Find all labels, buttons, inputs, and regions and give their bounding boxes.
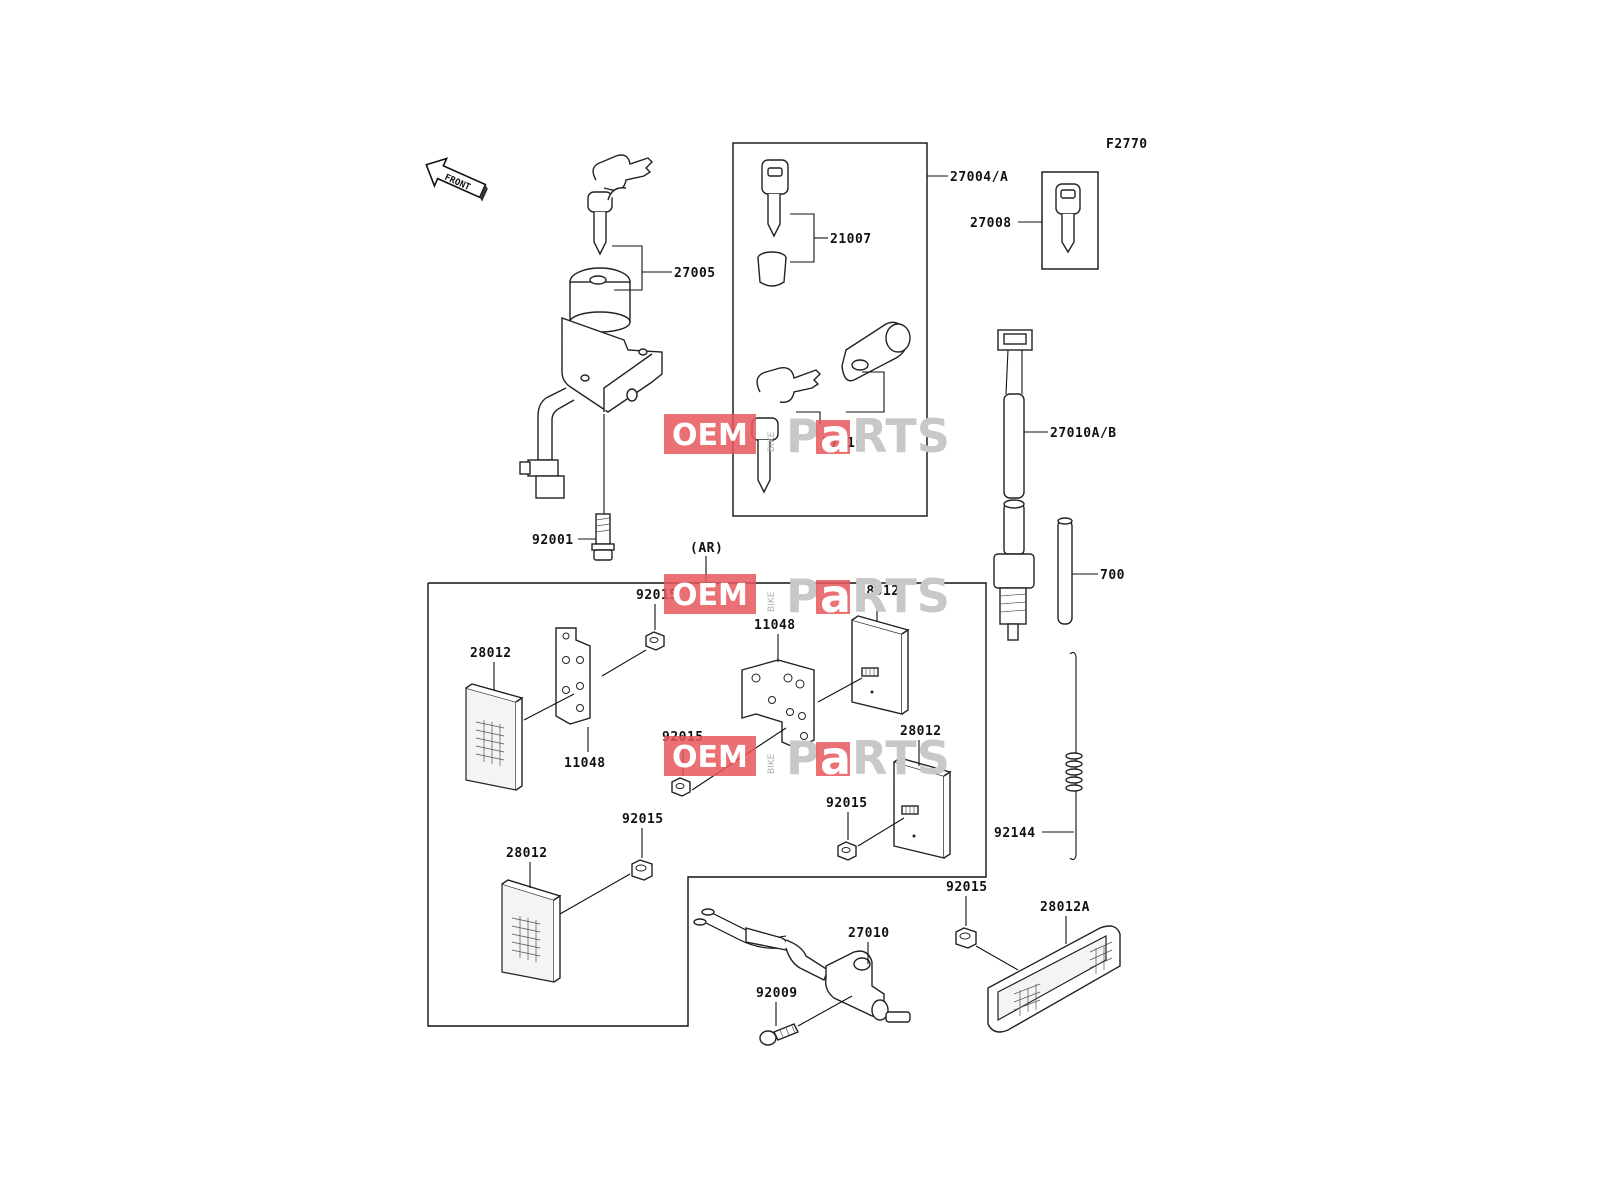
nut-92015-lower-mid-icon: [837, 841, 857, 861]
label-27005: 27005: [674, 266, 716, 281]
svg-text:a: a: [820, 569, 851, 623]
reflector-28012-bottom-icon: [501, 879, 562, 983]
bolt-92001-icon: [591, 513, 615, 561]
svg-text:P: P: [786, 409, 820, 463]
label-28012-bottom: 28012: [506, 846, 548, 861]
rod-700: [1057, 517, 1073, 625]
seat-lock-cylinder-icon: [841, 321, 911, 382]
ignition-keys-icon: [587, 154, 653, 256]
svg-text:RTS: RTS: [852, 569, 950, 623]
label-28012-right: 28012: [900, 724, 942, 739]
label-11048-left: 11048: [564, 756, 606, 771]
ignition-switch: [519, 154, 663, 561]
svg-text:RTS: RTS: [852, 409, 950, 463]
key-blank-icon: [761, 159, 789, 238]
spare-key-icon: [1055, 183, 1081, 254]
key-set-box: [732, 142, 928, 517]
nut-92015-middle-icon: [671, 777, 691, 797]
switch-27010: [693, 908, 911, 1023]
label-27004a: 27004/A: [950, 170, 1008, 185]
figure-code: F2770: [1106, 137, 1148, 152]
key-pair-icon: [751, 367, 821, 494]
label-92015-lower-left: 92015: [622, 812, 664, 827]
reflector-28012-right-icon: [893, 757, 952, 859]
svg-text:OEM: OEM: [672, 418, 748, 453]
svg-text:P: P: [786, 731, 820, 785]
bracket-11048-middle: [741, 659, 815, 749]
label-21007: 21007: [830, 232, 872, 247]
lock-cylinder-insert-icon: [757, 251, 787, 287]
reflector-28012-left-icon: [465, 683, 524, 791]
svg-text:RTS: RTS: [852, 731, 950, 785]
watermark-3: OEM BIKE P a RTS: [664, 731, 950, 785]
svg-text:BIKE: BIKE: [767, 753, 777, 774]
ar-region-box: [427, 582, 987, 1027]
nut-92015-right-icon: [955, 927, 977, 949]
label-92015-right: 92015: [946, 880, 988, 895]
nut-92015-top-icon: [645, 631, 665, 651]
svg-text:BIKE: BIKE: [767, 431, 777, 452]
screw-92009-icon: [759, 1023, 799, 1046]
svg-text:BIKE: BIKE: [767, 591, 777, 612]
label-92001: 92001: [532, 533, 574, 548]
watermark-2: OEM BIKE P a RTS: [664, 569, 950, 623]
label-27010: 27010: [848, 926, 890, 941]
reflector-28012-top-icon: [851, 615, 910, 715]
svg-text:a: a: [820, 409, 851, 463]
label-92009: 92009: [756, 986, 798, 1001]
label-27010ab: 27010A/B: [1050, 426, 1117, 441]
label-700: 700: [1100, 568, 1125, 583]
svg-text:OEM: OEM: [672, 578, 748, 613]
label-92015-lower-mid: 92015: [826, 796, 868, 811]
region-label: (AR): [690, 541, 723, 556]
svg-text:a: a: [820, 731, 851, 785]
bracket-11048-left: [555, 627, 591, 725]
spring-rod-92144: [1065, 651, 1083, 861]
label-28012-top: 28012: [858, 584, 900, 599]
label-11048-middle: 11048: [754, 618, 796, 633]
switch-27010ab: [993, 329, 1035, 641]
label-28012-left: 28012: [470, 646, 512, 661]
front-arrow-icon: FRONT: [425, 157, 488, 202]
watermark-1: OEM BIKE P a RTS: [664, 409, 950, 463]
label-92144: 92144: [994, 826, 1036, 841]
svg-text:OEM: OEM: [672, 740, 748, 775]
nut-92015-lower-left-icon: [631, 859, 653, 881]
svg-text:P: P: [786, 569, 820, 623]
reflector-28012A-icon: [987, 925, 1121, 1033]
label-27008: 27008: [970, 216, 1012, 231]
label-28012A: 28012A: [1040, 900, 1090, 915]
spare-key-box: [1041, 171, 1099, 270]
